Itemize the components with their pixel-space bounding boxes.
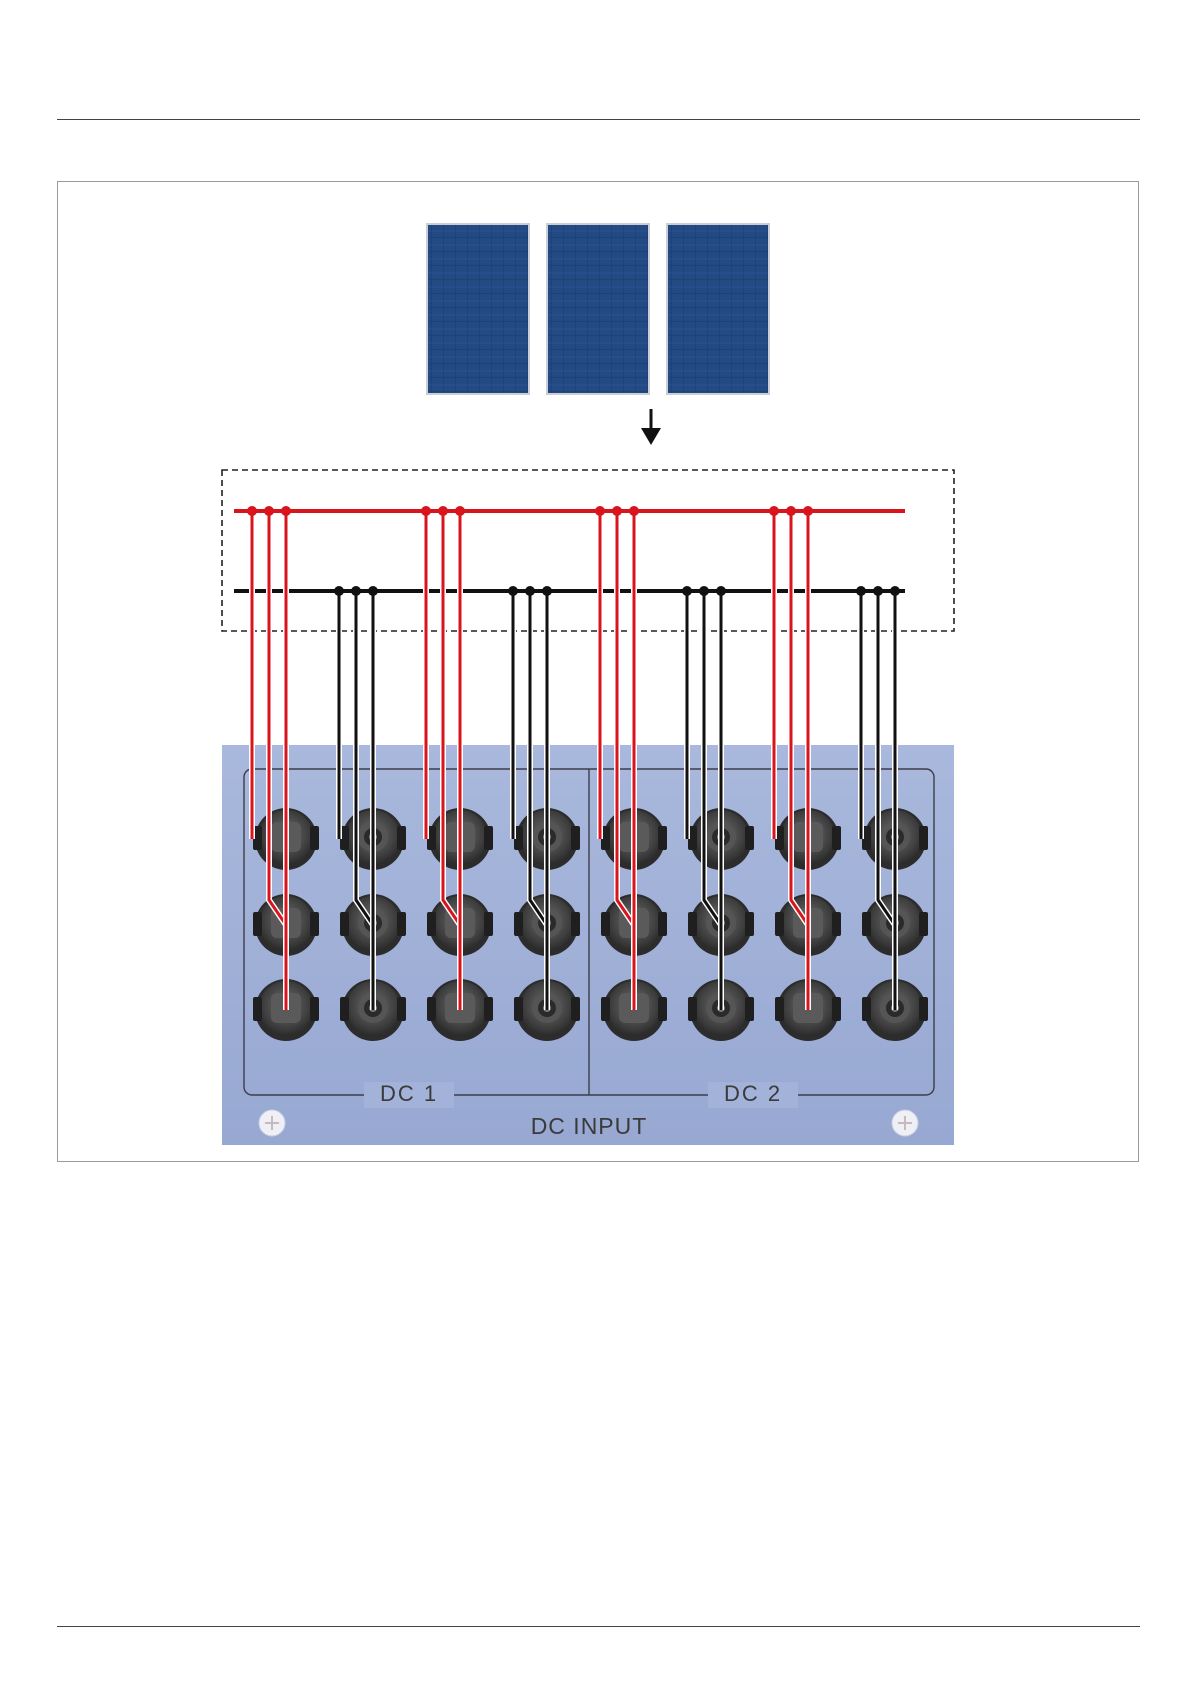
combiner-box <box>222 470 954 631</box>
junction-dot <box>421 506 431 516</box>
solar-panel <box>666 223 770 395</box>
junction-dot <box>525 586 535 596</box>
junction-dot <box>508 586 518 596</box>
junction-dot <box>595 506 605 516</box>
junction-dot <box>769 506 779 516</box>
junction-dot <box>629 506 639 516</box>
junction-dot <box>264 506 274 516</box>
dc2-label: DC 2 <box>724 1081 782 1106</box>
junction-dot <box>438 506 448 516</box>
junction-dot <box>368 586 378 596</box>
dc-input-plate <box>222 745 954 1145</box>
screw-icon <box>892 1110 918 1136</box>
down-arrow-icon <box>641 409 661 445</box>
junction-dot <box>873 586 883 596</box>
junction-dot <box>247 506 257 516</box>
junction-dot <box>716 586 726 596</box>
junction-dot <box>699 586 709 596</box>
junction-dot <box>455 506 465 516</box>
solar-panels <box>426 223 770 395</box>
screw-icon <box>259 1110 285 1136</box>
junction-dot <box>856 586 866 596</box>
junction-dot <box>351 586 361 596</box>
solar-panel <box>426 223 530 395</box>
junction-dot <box>612 506 622 516</box>
junction-dot <box>281 506 291 516</box>
junction-dot <box>890 586 900 596</box>
junction-dot <box>786 506 796 516</box>
solar-panel <box>546 223 650 395</box>
dc-input-label: DC INPUT <box>531 1113 648 1139</box>
junction-dot <box>334 586 344 596</box>
junction-dot <box>803 506 813 516</box>
junction-dot <box>542 586 552 596</box>
junction-dot <box>682 586 692 596</box>
dc1-label: DC 1 <box>380 1081 438 1106</box>
